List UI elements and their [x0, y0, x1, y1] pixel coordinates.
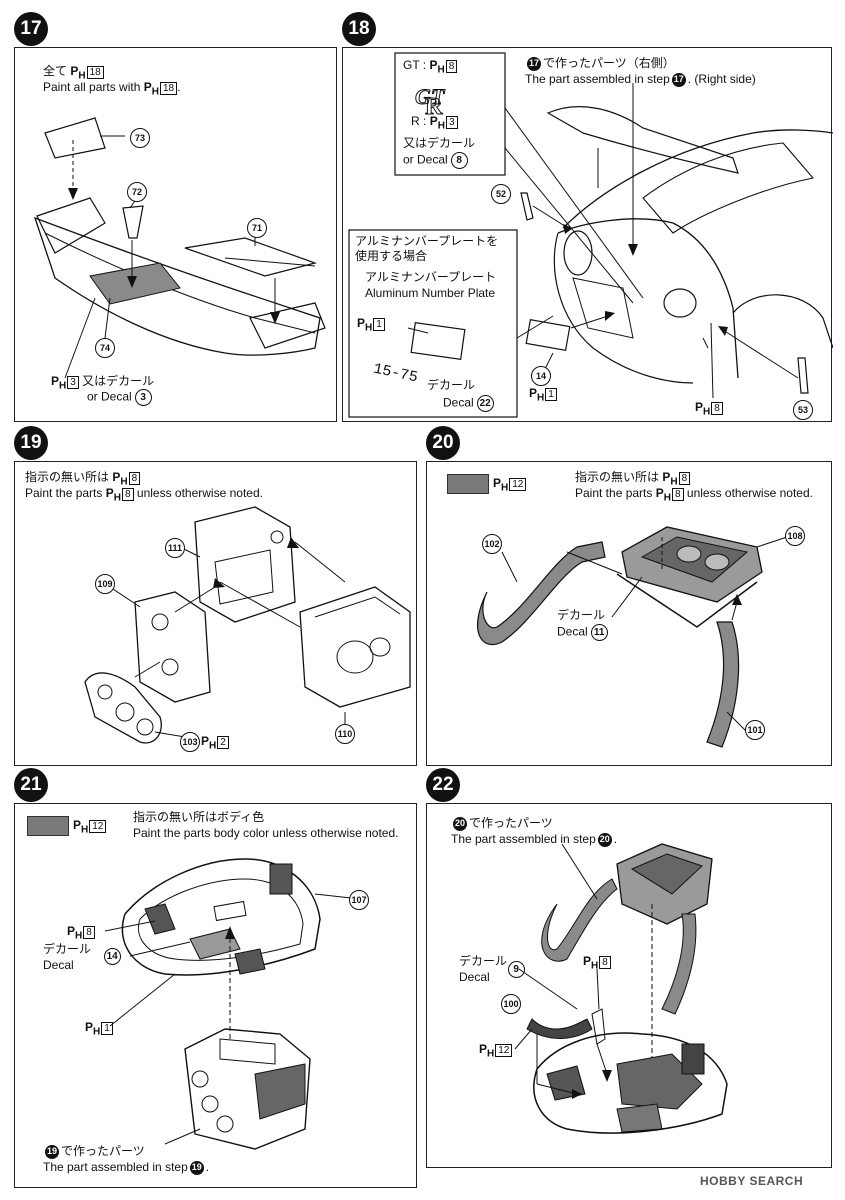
- part-53: 53: [793, 400, 813, 420]
- step-18-plate-decal-jp: デカール: [427, 378, 476, 392]
- step-20-number: 20: [426, 426, 460, 460]
- step-22-number: 22: [426, 768, 460, 802]
- step-20-intake-drawing: [477, 526, 788, 748]
- part-108: 108: [785, 526, 805, 546]
- step-19-number: 19: [14, 426, 48, 460]
- step-17-wing-drawing: [33, 117, 326, 379]
- part-100: 100: [501, 994, 521, 1014]
- part-72: 72: [127, 182, 147, 202]
- part-109: 109: [95, 574, 115, 594]
- part-110: 110: [335, 724, 355, 744]
- step-18-plate-title-2: 使用する場合: [355, 249, 428, 263]
- step-22-decal-jp: デカール: [459, 954, 508, 968]
- step-21-chassis-drawing: [104, 858, 361, 1150]
- svg-text:GT: GT: [415, 84, 446, 109]
- step-21-note-en: Paint the parts body color unless otherw…: [133, 826, 399, 840]
- part-103: 103: [180, 732, 200, 752]
- hobby-search-watermark: HOBBY SEARCH: [700, 1174, 804, 1188]
- step-18-plate-label-en: Aluminum Number Plate: [365, 286, 496, 300]
- part-52: 52: [491, 184, 511, 204]
- step-17-number: 17: [14, 12, 48, 46]
- step-18-plate-title-1: アルミナンバープレートを: [355, 234, 499, 248]
- part-14: 14: [531, 366, 551, 386]
- step-18-car-drawing: GT R: [348, 52, 833, 418]
- part-73: 73: [130, 128, 150, 148]
- part-71: 71: [247, 218, 267, 238]
- step-20-color-swatch: [447, 474, 489, 494]
- step-22-final-drawing: [514, 843, 728, 1134]
- step-21-color-swatch: [27, 816, 69, 836]
- part-101: 101: [745, 720, 765, 740]
- step-20-decal-jp: デカール: [557, 608, 606, 622]
- step-18-plate-label-jp: アルミナンバープレート: [365, 270, 497, 284]
- part-102: 102: [482, 534, 502, 554]
- step-21-decal-en: Decal14: [43, 948, 121, 973]
- step-21-note-jp: 指示の無い所はボディ色: [133, 810, 265, 824]
- step-18-decal-jp: 又はデカール: [403, 136, 476, 150]
- step-22-decal-en: Decal9: [459, 961, 525, 985]
- step-18-number: 18: [342, 12, 376, 46]
- svg-text:R: R: [425, 94, 443, 120]
- step-21-decal-jp: デカール: [43, 942, 92, 956]
- part-107: 107: [349, 890, 369, 910]
- part-74: 74: [95, 338, 115, 358]
- step-19-engine-drawing: [84, 506, 411, 744]
- part-111: 111: [165, 538, 185, 558]
- step-21-number: 21: [14, 768, 48, 802]
